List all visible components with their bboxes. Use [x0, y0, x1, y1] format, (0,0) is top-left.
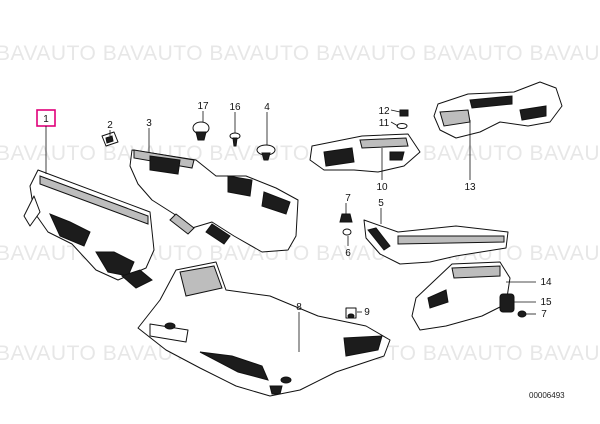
part-15-grommet — [499, 293, 515, 313]
callout-8: 8 — [296, 302, 302, 313]
callout-17: 17 — [197, 101, 209, 112]
callout-6: 6 — [345, 248, 351, 259]
callout-2: 2 — [107, 120, 113, 131]
callout-3: 3 — [146, 118, 152, 129]
callout-4: 4 — [264, 102, 270, 113]
part-8-lower-tray — [137, 261, 391, 397]
part-13-upper-right-shell — [433, 81, 563, 139]
part-10-upper-bracket — [309, 133, 421, 173]
callout-7-upper: 7 — [345, 193, 351, 204]
part-17-clip — [192, 121, 210, 141]
callout-16: 16 — [229, 102, 241, 113]
callout-1: 1 — [43, 114, 49, 125]
watermark-row-1: BAVAUTO BAVAUTO BAVAUTO BAVAUTO BAVAUTO … — [0, 42, 600, 65]
leader-lines — [45, 109, 536, 352]
diagram-reference-code: 00006493 — [529, 391, 565, 400]
part-3-column-cover — [129, 149, 299, 253]
part-5-right-channel — [363, 219, 509, 265]
callout-14: 14 — [540, 277, 552, 288]
part-11-washer — [396, 123, 408, 129]
callout-5: 5 — [378, 198, 384, 209]
part-6-clip — [342, 228, 352, 236]
callout-13: 13 — [464, 182, 476, 193]
callout-7-lower: 7 — [541, 309, 547, 320]
part-12-nut — [399, 109, 409, 117]
part-7-screw-lower — [517, 310, 527, 318]
part-7-fastener-upper — [339, 213, 353, 223]
callout-10: 10 — [376, 182, 388, 193]
watermark-row-2: BAVAUTO BAVAUTO BAVAUTO BAVAUTO BAVAUTO … — [0, 142, 600, 165]
callout-11: 11 — [379, 118, 390, 129]
callout-12: 12 — [378, 106, 390, 117]
callout-9: 9 — [364, 307, 370, 318]
part-14-lower-right-bracket — [411, 261, 511, 331]
part-1-left-panel — [23, 169, 155, 289]
callouts: 1 2 3 17 16 4 12 11 10 13 7 5 6 14 15 7 … — [43, 101, 552, 320]
part-9-clip — [345, 307, 357, 319]
callout-15: 15 — [540, 297, 552, 308]
part-4-mushroom-clip — [256, 144, 276, 161]
